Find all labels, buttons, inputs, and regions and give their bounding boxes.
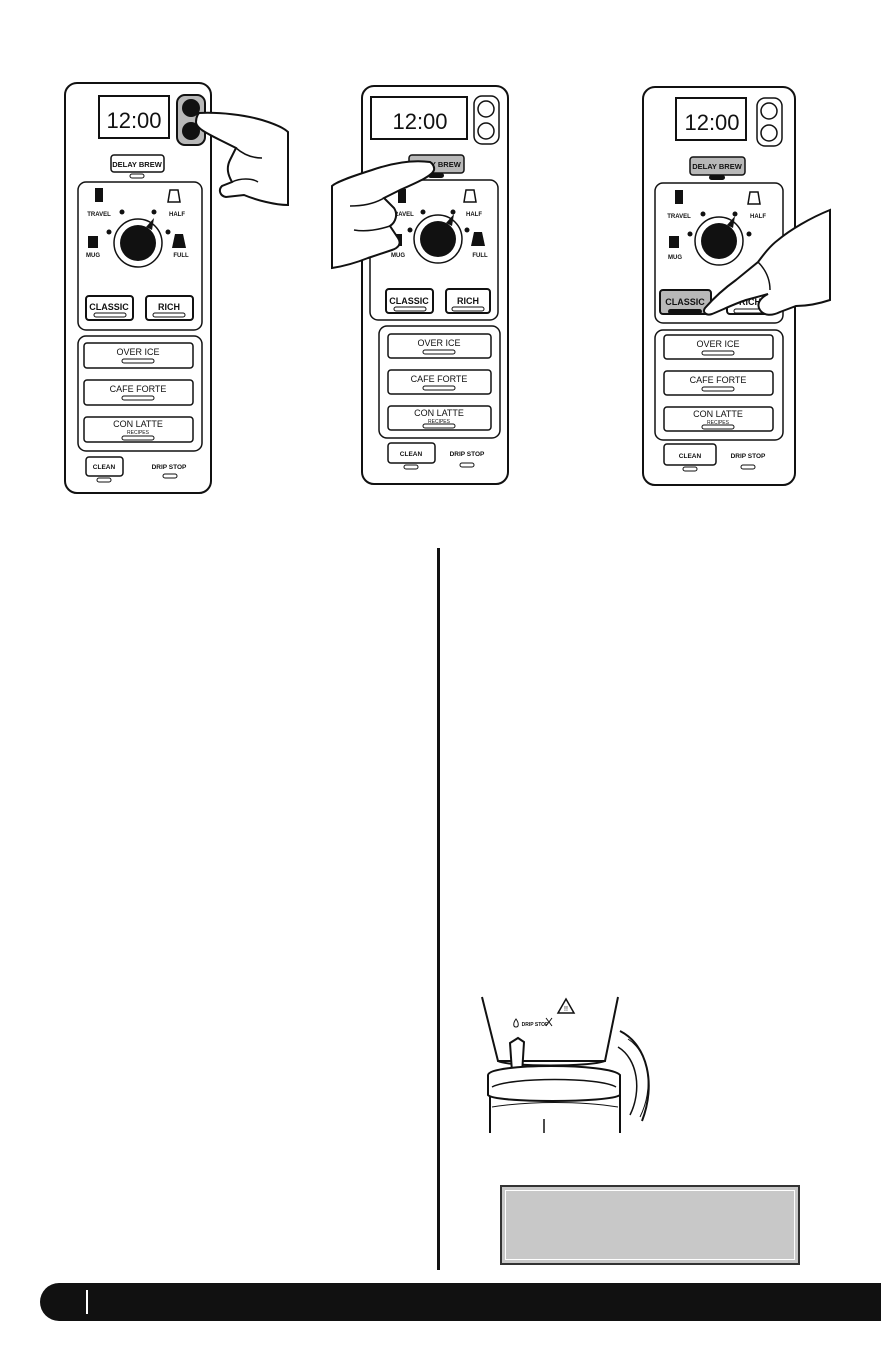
- svg-text:OVER ICE: OVER ICE: [417, 338, 460, 348]
- over-ice-button[interactable]: [663, 334, 774, 360]
- clock-display: 12:00: [684, 110, 739, 135]
- svg-text:MUG: MUG: [668, 255, 682, 261]
- no-drip-icon: [545, 1017, 553, 1027]
- clean-button[interactable]: [387, 442, 436, 464]
- full-carafe-icon: [172, 234, 186, 248]
- svg-text:CAFE FORTE: CAFE FORTE: [690, 375, 747, 385]
- clean-button[interactable]: [663, 443, 717, 466]
- clock-display: 12:00: [392, 109, 447, 134]
- svg-text:RICH: RICH: [457, 296, 479, 306]
- svg-text:CLASSIC: CLASSIC: [389, 296, 429, 306]
- over-ice-button[interactable]: [83, 342, 194, 369]
- drip-stop-figure: !! DRIP STOP: [481, 996, 650, 1133]
- svg-text:CAFE FORTE: CAFE FORTE: [411, 374, 468, 384]
- full-carafe-icon: [471, 232, 485, 246]
- svg-text:CLEAN: CLEAN: [400, 451, 423, 458]
- clock-display: 12:00: [106, 108, 161, 133]
- svg-text:DELAY BREW: DELAY BREW: [112, 160, 163, 169]
- svg-text:CON LATTE: CON LATTE: [414, 408, 464, 418]
- con-latte-button[interactable]: [663, 406, 774, 432]
- column-divider: [437, 548, 440, 1270]
- svg-text:FULL: FULL: [173, 253, 189, 259]
- drip-stop-indicator: DRIP STOP: [152, 464, 187, 471]
- drip-icon: [513, 1018, 519, 1028]
- warning-icon: [556, 997, 576, 1014]
- svg-text:MUG: MUG: [86, 253, 100, 259]
- svg-text:RICH: RICH: [158, 302, 180, 312]
- svg-text:DRIP STOP: DRIP STOP: [522, 1022, 549, 1028]
- rich-button[interactable]: [145, 295, 194, 321]
- svg-text:OVER ICE: OVER ICE: [116, 347, 159, 357]
- cafe-forte-button[interactable]: [663, 370, 774, 396]
- svg-text:TRAVEL: TRAVEL: [667, 214, 691, 220]
- svg-text:FULL: FULL: [472, 253, 488, 259]
- svg-text:CON LATTE: CON LATTE: [693, 409, 743, 419]
- drip-stop-indicator: DRIP STOP: [731, 453, 766, 460]
- svg-text:!!: !!: [564, 1006, 568, 1013]
- svg-text:CLEAN: CLEAN: [679, 453, 702, 460]
- control-panel-3: 12:00 DELAY BREW TRAVEL HALF MUG CLASSIC…: [642, 86, 831, 486]
- pointing-hand-icon: [194, 111, 289, 207]
- minute-button[interactable]: [182, 122, 200, 140]
- travel-icon: [398, 189, 406, 203]
- half-carafe-icon: [747, 191, 761, 205]
- cafe-forte-button[interactable]: [83, 379, 194, 406]
- clean-button[interactable]: [85, 456, 124, 477]
- con-latte-button[interactable]: [387, 405, 492, 431]
- mug-icon: [88, 236, 98, 248]
- control-panel-2: 12:00 DELAY BREW TRAVEL HALF MUG FULL CL…: [331, 85, 509, 485]
- svg-text:CON LATTE: CON LATTE: [113, 419, 163, 429]
- svg-text:TRAVEL: TRAVEL: [87, 212, 111, 218]
- svg-text:OVER ICE: OVER ICE: [696, 339, 739, 349]
- svg-text:CLASSIC: CLASSIC: [89, 302, 129, 312]
- svg-text:CAFE FORTE: CAFE FORTE: [110, 384, 167, 394]
- svg-text:HALF: HALF: [750, 214, 766, 220]
- travel-icon: [675, 190, 683, 204]
- drip-stop-indicator: DRIP STOP: [450, 451, 485, 458]
- control-panel-1: 12:00 DELAY BREW TRAVEL HALF MUG FULL CL…: [64, 82, 289, 494]
- con-latte-button[interactable]: [83, 416, 194, 443]
- hour-button[interactable]: [477, 100, 495, 118]
- pointing-hand-icon: [331, 160, 436, 270]
- hour-button[interactable]: [182, 99, 200, 117]
- svg-text:CLEAN: CLEAN: [93, 464, 116, 471]
- travel-icon: [95, 188, 103, 202]
- footer-bar: [40, 1283, 881, 1321]
- hour-button[interactable]: [760, 102, 778, 120]
- svg-text:RECIPES: RECIPES: [127, 430, 150, 436]
- svg-text:TRAVEL: TRAVEL: [390, 212, 414, 218]
- svg-text:DELAY BREW: DELAY BREW: [411, 160, 462, 169]
- half-carafe-icon: [167, 189, 181, 203]
- minute-button[interactable]: [477, 122, 495, 140]
- over-ice-button[interactable]: [387, 333, 492, 359]
- delay-brew-button[interactable]: [110, 154, 165, 173]
- svg-text:HALF: HALF: [466, 212, 482, 218]
- svg-text:RICH: RICH: [739, 297, 761, 307]
- mug-icon: [669, 236, 679, 248]
- pointing-hand-icon: [702, 208, 831, 316]
- svg-text:RECIPES: RECIPES: [428, 419, 451, 425]
- note-box: [500, 1185, 800, 1265]
- svg-text:MUG: MUG: [391, 253, 405, 259]
- svg-text:RECIPES: RECIPES: [707, 420, 730, 426]
- minute-button[interactable]: [760, 124, 778, 142]
- svg-text:DELAY BREW: DELAY BREW: [692, 162, 743, 171]
- svg-text:HALF: HALF: [169, 212, 185, 218]
- half-carafe-icon: [463, 189, 477, 203]
- classic-button[interactable]: [85, 295, 134, 321]
- svg-text:CLASSIC: CLASSIC: [665, 297, 705, 307]
- footer-page-marker: [86, 1290, 88, 1314]
- cafe-forte-button[interactable]: [387, 369, 492, 395]
